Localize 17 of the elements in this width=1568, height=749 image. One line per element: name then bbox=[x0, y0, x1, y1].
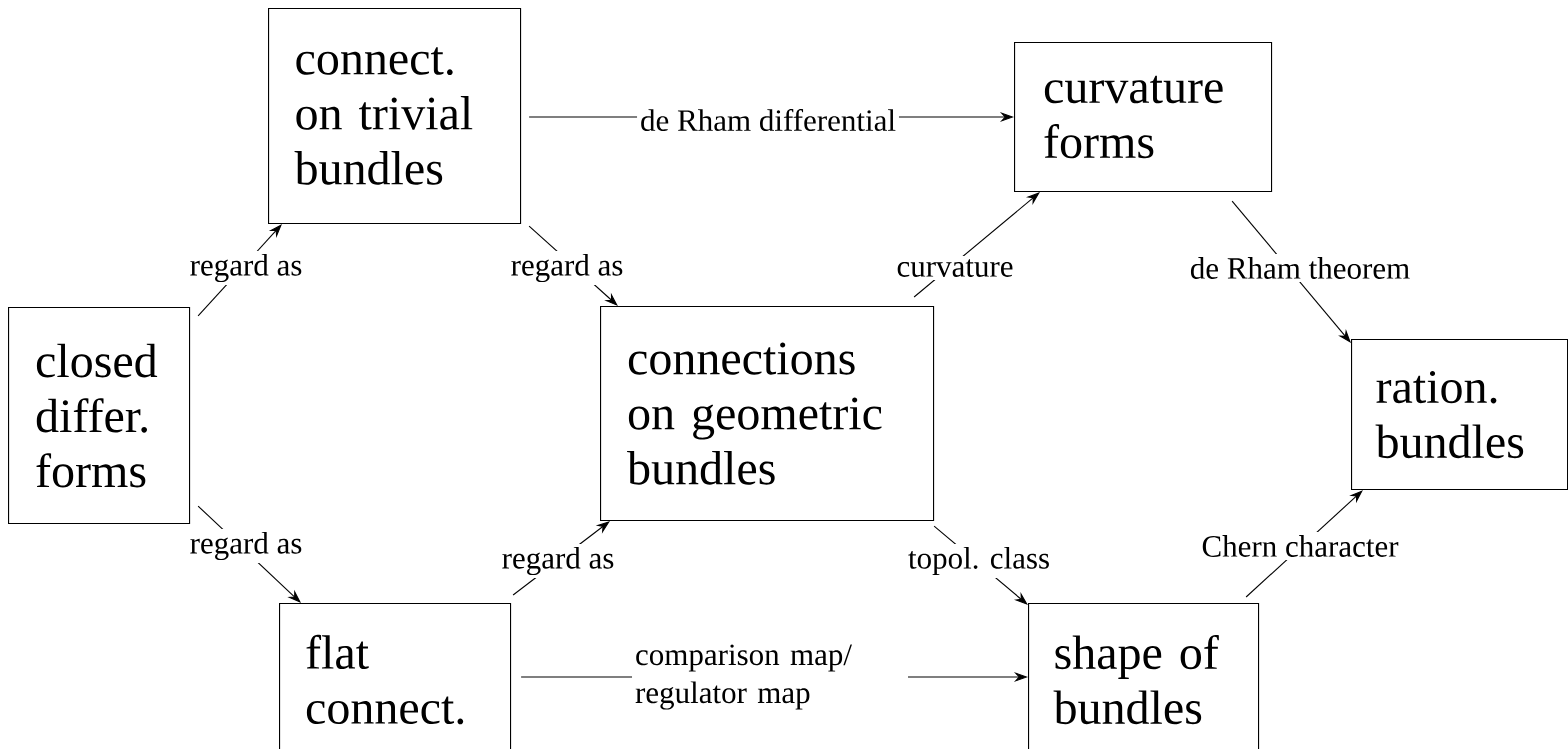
edge-label: regard as bbox=[186, 250, 306, 286]
concept-box: closed differ. forms bbox=[8, 307, 191, 525]
edge-label: regard as bbox=[507, 250, 627, 286]
concept-box: curvature forms bbox=[1014, 42, 1273, 193]
edge-label: Chern character bbox=[1198, 532, 1402, 560]
concept-box: ration. bundles bbox=[1351, 339, 1568, 491]
edge-label: regard as bbox=[186, 528, 306, 564]
concept-box: connections on geometric bundles bbox=[600, 306, 935, 522]
edge-label: regard as bbox=[498, 543, 618, 579]
edge-label: de Rham theorem bbox=[1186, 254, 1414, 282]
concept-box: flat connect. bbox=[279, 603, 512, 749]
concept-box: connect. on trivial bundles bbox=[268, 8, 522, 225]
edge-label: topol. class bbox=[904, 543, 1054, 579]
concept-box: shape of bundles bbox=[1028, 603, 1260, 749]
edge-label: comparison map/ regulator map bbox=[632, 641, 908, 713]
edge-label: curvature bbox=[893, 256, 1017, 280]
edge-label: de Rham differential bbox=[637, 105, 899, 135]
